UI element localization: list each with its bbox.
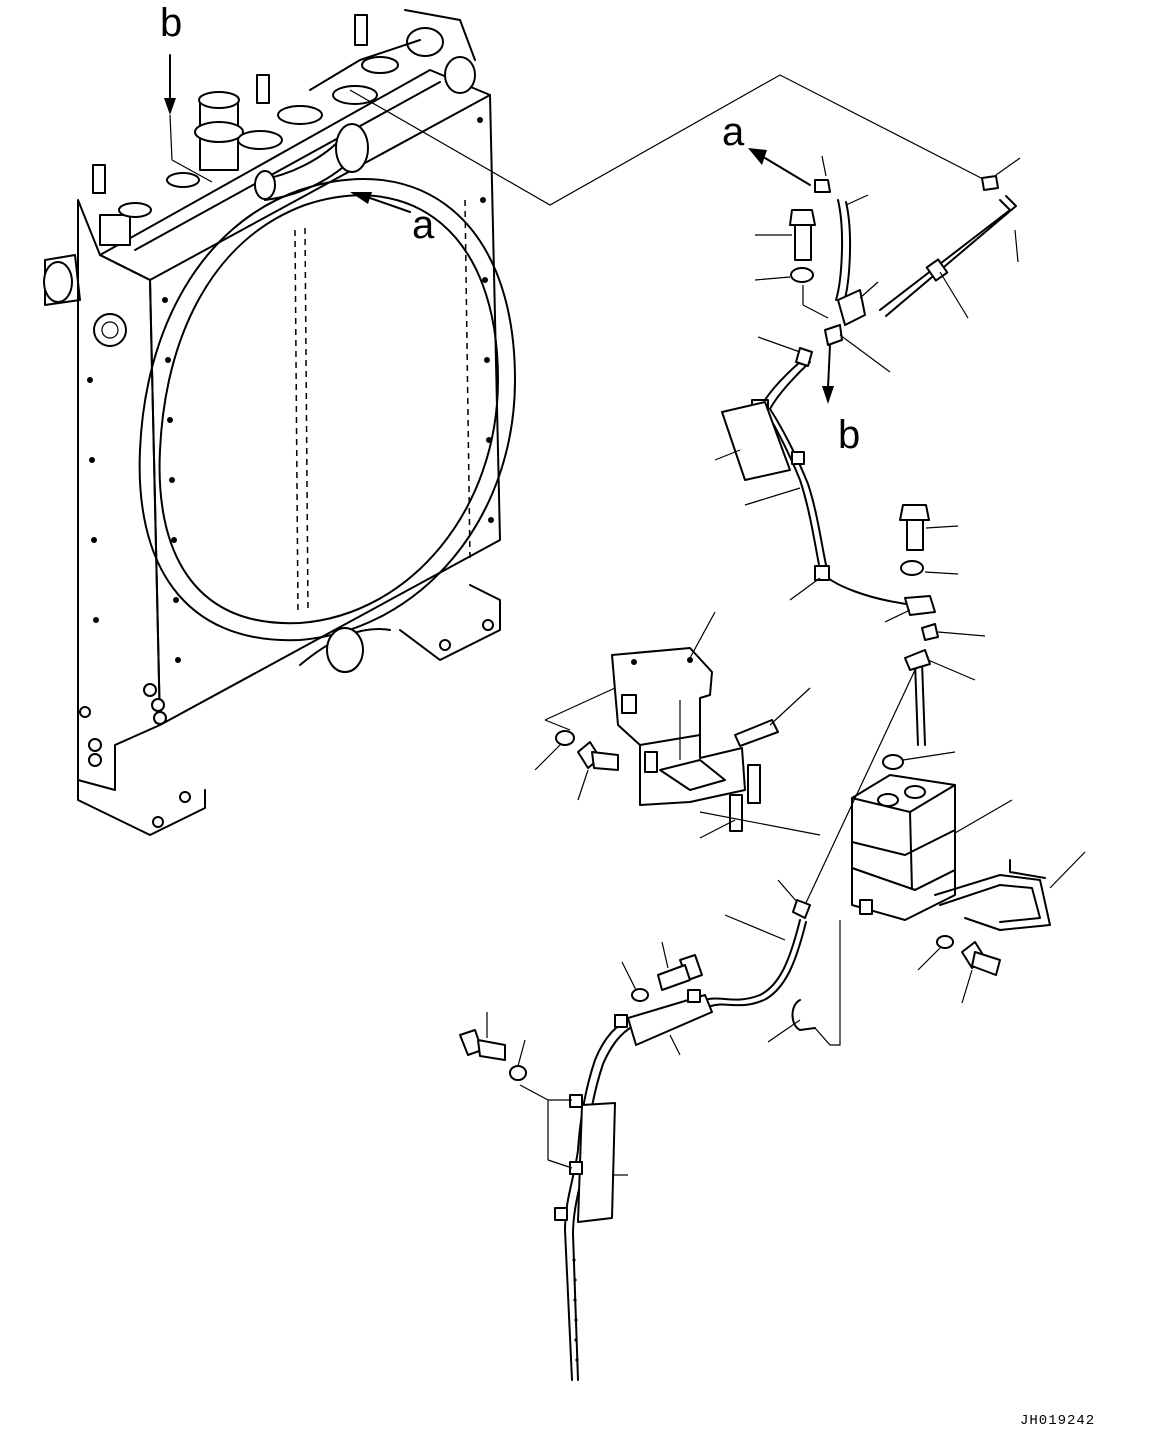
bolt-top	[755, 209, 816, 261]
washer-lower-center	[631, 988, 649, 1002]
pad-1	[734, 719, 779, 747]
bolt-lower-left	[459, 1012, 506, 1061]
view-label-b-main: b	[160, 1, 182, 45]
tank-strap	[934, 851, 1086, 931]
view-label-a-main: a	[412, 203, 435, 247]
washer-right	[900, 560, 924, 576]
tank-cap	[882, 754, 904, 770]
detail-view-a	[748, 148, 811, 186]
bolt-right	[899, 504, 959, 551]
mounting-bracket	[611, 611, 746, 806]
tube-dots	[572, 1258, 579, 1362]
pad-3	[729, 794, 743, 832]
radiator-assembly: b a	[43, 1, 516, 836]
tee-fitting	[802, 281, 891, 373]
hose-protector-bottom	[577, 1102, 616, 1223]
clip-bottom	[791, 999, 816, 1031]
view-arrow-a-main	[350, 192, 411, 213]
washer-left	[555, 730, 575, 746]
connector-line	[349, 74, 986, 206]
bolt-left	[577, 741, 619, 801]
side-plugs	[79, 683, 167, 767]
bolt-strap	[961, 941, 1001, 1004]
hose-clamps-top	[814, 155, 1021, 193]
washer-strap	[936, 935, 954, 949]
washer-top	[790, 267, 814, 283]
detail-view-b	[822, 344, 834, 404]
overflow-hose	[761, 357, 916, 606]
washer-lower-left	[509, 1065, 527, 1081]
view-label-a-detail: a	[722, 110, 745, 154]
hose-end-clamp	[792, 899, 811, 919]
hose-protector-upper	[721, 401, 791, 481]
reservoir-tank	[851, 774, 1013, 921]
drawing-number: JH019242	[1020, 1413, 1095, 1429]
frame-rivets	[87, 117, 494, 663]
view-label-b-detail: b	[838, 413, 860, 457]
top-fittings	[92, 9, 476, 218]
short-hose	[835, 199, 852, 303]
hose-protector-lower	[627, 994, 713, 1046]
breather-tube	[879, 195, 1017, 317]
pad-2	[747, 764, 761, 804]
bolt-lower-center	[657, 941, 703, 991]
tank-vent-pipe	[914, 661, 926, 746]
view-arrow-b-main	[164, 54, 213, 183]
clip-right	[921, 623, 939, 641]
